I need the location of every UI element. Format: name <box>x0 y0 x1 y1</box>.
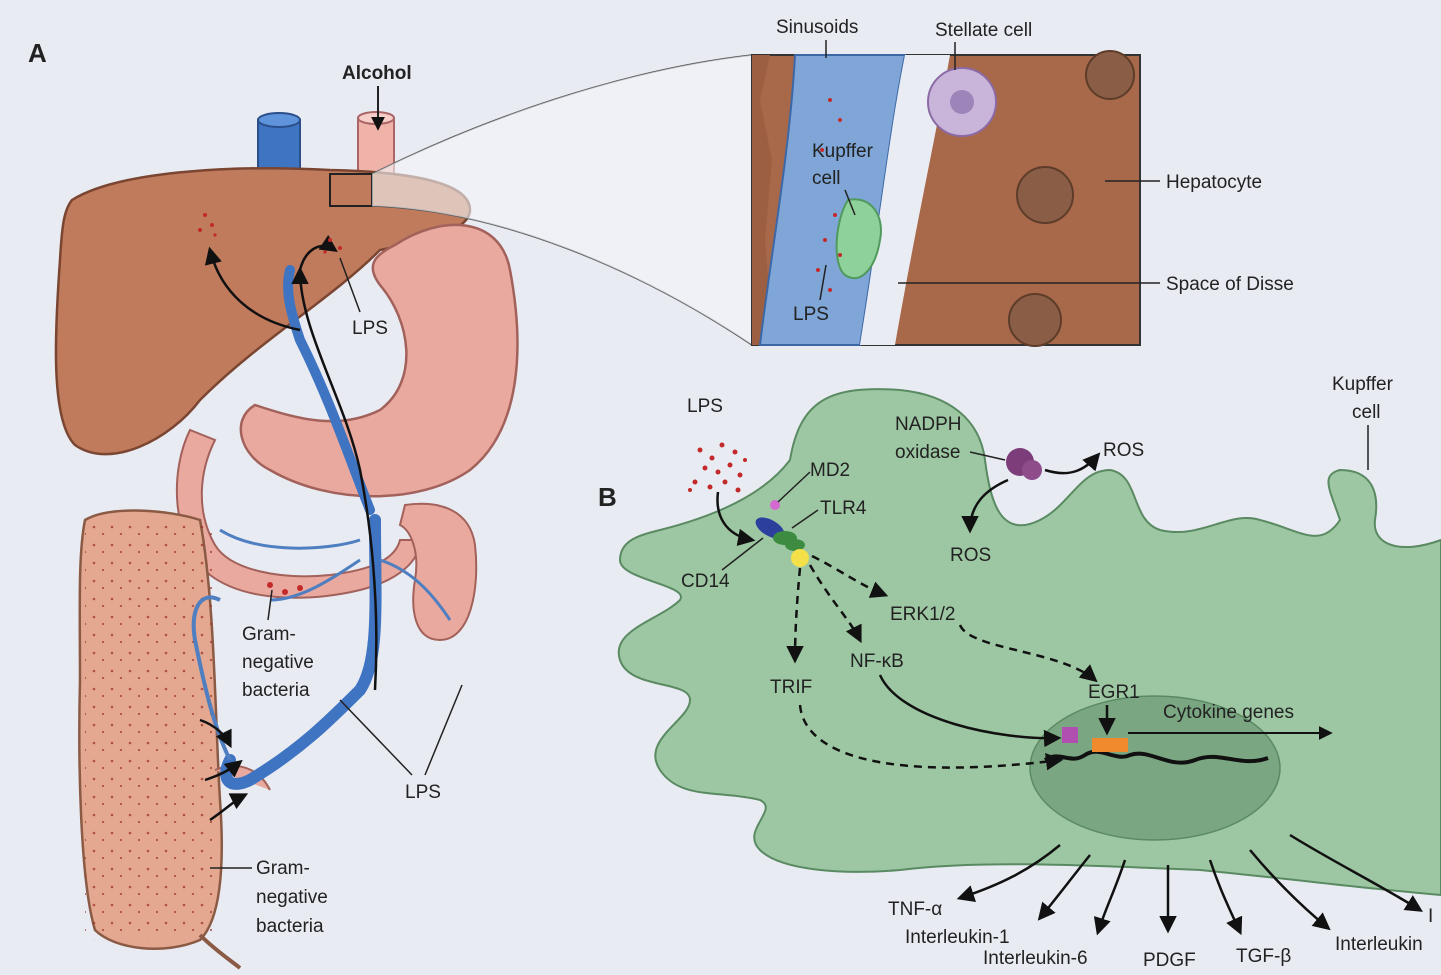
hepatocyte-nucleus-1 <box>1017 167 1073 223</box>
panel-b-lps-particles <box>688 443 747 493</box>
hepatocyte-nucleus-2 <box>1009 294 1061 346</box>
intestine-loop <box>400 504 476 640</box>
output-tnf: TNF-α <box>888 899 942 920</box>
nadph-line-1: NADPH <box>895 414 962 435</box>
panel-b: B LPS MD2 TLR4 CD14 NADPH oxidase <box>598 374 1441 970</box>
stellate-nucleus <box>950 90 974 114</box>
nadph-oxidase-subunit <box>1022 460 1042 480</box>
output-cut: I <box>1428 906 1433 927</box>
inset-kupffer-line-2: cell <box>812 168 841 189</box>
sinusoids-label: Sinusoids <box>776 17 858 38</box>
stellate-label: Stellate cell <box>935 20 1032 41</box>
egr1-binding-site <box>1092 738 1128 752</box>
md2-label: MD2 <box>810 460 850 481</box>
lps-label: LPS <box>687 396 723 417</box>
output-interleukin: Interleukin <box>1335 934 1423 955</box>
gram-neg-1-line-3: bacteria <box>242 680 310 701</box>
tlr4-label: TLR4 <box>820 498 867 519</box>
gram-neg-2-line-2: negative <box>256 887 328 908</box>
ros-in-label: ROS <box>950 545 991 566</box>
vena-cava <box>258 120 300 175</box>
lps-bottom-leader-1 <box>340 700 412 775</box>
kupffer-label-line-1: Kupffer <box>1332 374 1394 395</box>
kupffer-label-line-2: cell <box>1352 402 1381 423</box>
ros-out-arrow <box>1045 455 1098 473</box>
nfkb-binding-site <box>1062 727 1078 743</box>
panel-b-label: B <box>598 482 617 512</box>
hepatocyte-nucleus-3 <box>1086 51 1134 99</box>
disse-label: Space of Disse <box>1166 274 1294 295</box>
panel-a-label: A <box>28 38 47 68</box>
trif-label: TRIF <box>770 677 812 698</box>
lps-bottom-label: LPS <box>405 782 441 803</box>
output-tgfb: TGF-β <box>1236 946 1291 967</box>
cd14-label: CD14 <box>681 571 730 592</box>
ros-out-label: ROS <box>1103 440 1144 461</box>
output-il6: Interleukin-6 <box>983 948 1088 969</box>
nfkb-label: NF-κB <box>850 651 904 672</box>
egr1-label: EGR1 <box>1088 682 1140 703</box>
output-il1: Interleukin-1 <box>905 927 1010 948</box>
vena-cava-top <box>258 113 300 127</box>
hepatocyte-label: Hepatocyte <box>1166 172 1262 193</box>
lps-bottom-leader-2 <box>425 685 462 775</box>
nadph-line-2: oxidase <box>895 442 961 463</box>
gram-neg-1-line-1: Gram- <box>242 624 296 645</box>
erk-label: ERK1/2 <box>890 604 955 625</box>
esophagus-top <box>358 112 394 124</box>
inset-lps-label: LPS <box>793 304 829 325</box>
gram-neg-2-line-1: Gram- <box>256 858 310 879</box>
colon-bacteria <box>85 520 215 940</box>
appendix <box>200 935 240 968</box>
gram-neg-2-line-3: bacteria <box>256 916 324 937</box>
gram-neg-1-line-2: negative <box>242 652 314 673</box>
alcohol-label: Alcohol <box>342 63 412 84</box>
cytokine-genes-label: Cytokine genes <box>1163 702 1294 723</box>
output-pdgf: PDGF <box>1143 950 1196 970</box>
inset-kupffer-line-1: Kupffer <box>812 141 874 162</box>
lps-liver-label: LPS <box>352 318 388 339</box>
